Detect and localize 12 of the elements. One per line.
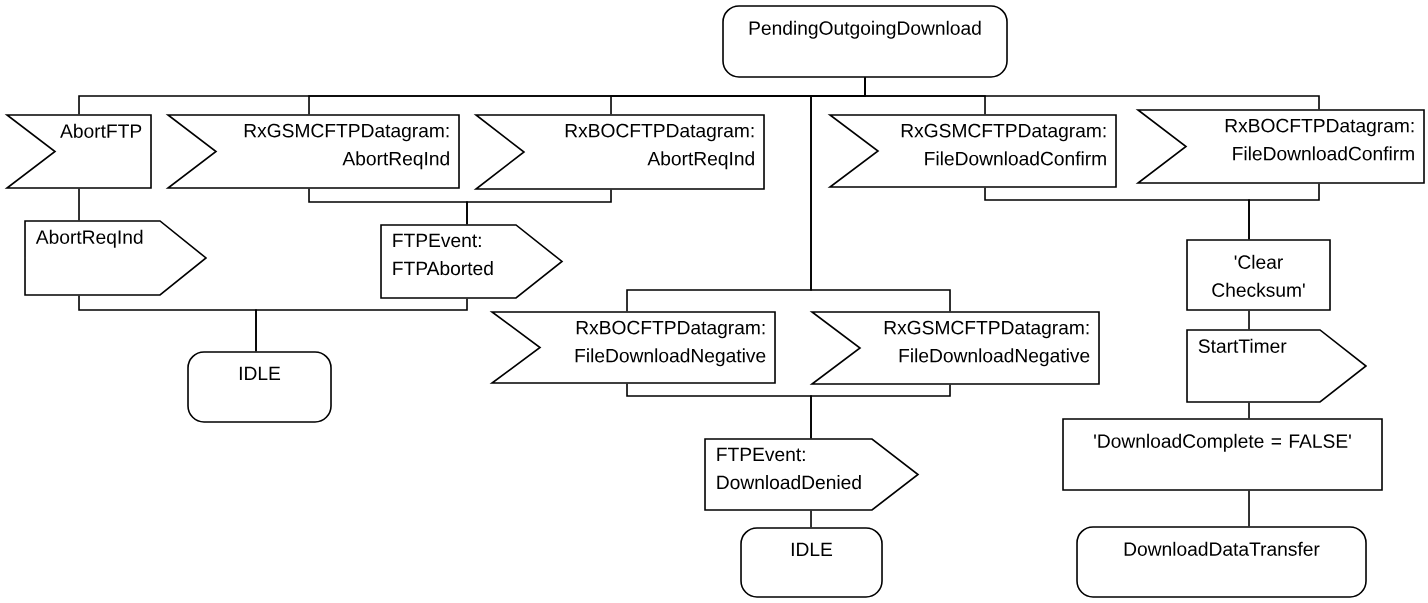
connector-line — [78, 188, 80, 221]
connector-line — [1248, 183, 1320, 240]
task-box: 'DownloadComplete = FALSE' — [1062, 418, 1383, 491]
connector-line — [1248, 490, 1250, 527]
connector-line — [1248, 310, 1250, 330]
connector-line — [810, 77, 951, 312]
connector-line — [810, 384, 951, 439]
task-box: 'Clear Checksum' — [1186, 239, 1331, 311]
connector-line — [255, 298, 468, 352]
connector-line — [810, 510, 812, 528]
connector-line — [466, 189, 612, 225]
connector-line — [1248, 402, 1250, 419]
